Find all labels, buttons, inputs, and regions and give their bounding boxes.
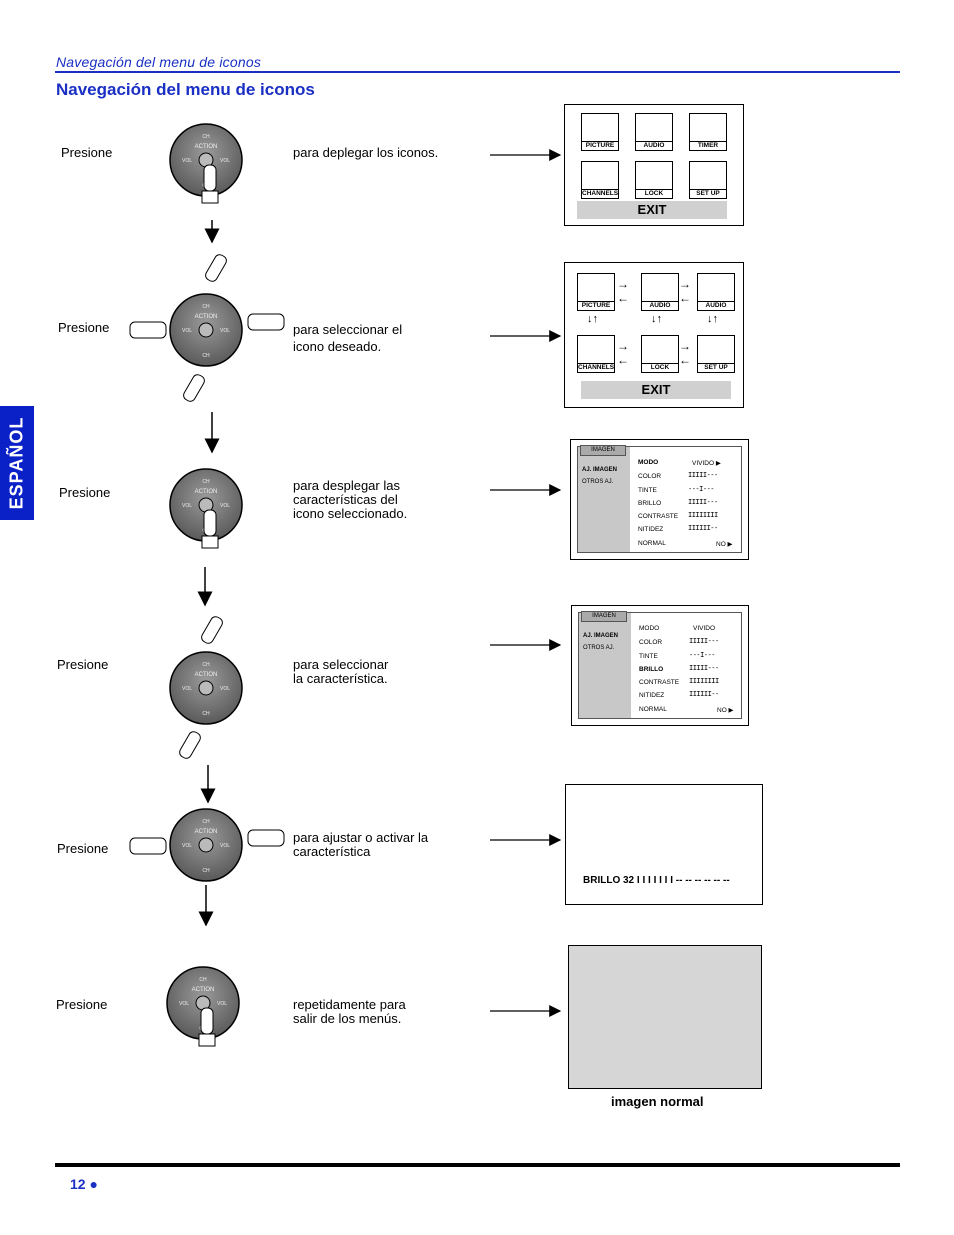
osd-level-bar: IIIII--- xyxy=(688,498,718,506)
osd-level-bar: IIIIIIII xyxy=(688,511,718,519)
page-number: 12 ● xyxy=(70,1176,98,1192)
setup-icon: SET UP xyxy=(689,161,727,199)
osd-row-label: TINTE xyxy=(639,653,658,660)
setup-icon: SET UP xyxy=(697,335,735,373)
step6-press: Presione xyxy=(56,997,108,1012)
running-header: Navegación del menu de iconos xyxy=(56,54,262,70)
nav-arrows: →← xyxy=(617,277,629,305)
osd-menu-item: OTROS AJ. xyxy=(583,645,615,651)
osd-row-label: MODO xyxy=(638,459,659,466)
osd-row-label: TINTE xyxy=(638,487,657,494)
osd-level-bar: ---I--- xyxy=(688,485,715,493)
osd-tab: IMAGEN xyxy=(581,611,627,622)
normal-picture-screen xyxy=(568,945,762,1089)
lock-icon: LOCK xyxy=(635,161,673,199)
osd-menu-item: OTROS AJ. xyxy=(582,479,614,485)
normal-picture-caption: imagen normal xyxy=(611,1094,704,1109)
step2-press: Presione xyxy=(58,320,110,335)
nav-arrows: ↓↑ xyxy=(587,313,598,325)
step1-desc: para deplegar los iconos. xyxy=(293,145,439,160)
picture-icon: PICTURE xyxy=(581,113,619,151)
exit-bar: EXIT xyxy=(577,201,727,219)
channels-icon: CHANNELS xyxy=(581,161,619,199)
picture-icon: PICTURE xyxy=(577,273,615,311)
osd-menu-screen-1: IMAGEN AJ. IMAGEN OTROS AJ. MODO VIVIDO … xyxy=(570,439,749,560)
nav-arrows: ↓↑ xyxy=(651,313,662,325)
audio-icon: AUDIO xyxy=(697,273,735,311)
step5-press: Presione xyxy=(57,841,109,856)
osd-level-bar: IIIII--- xyxy=(689,664,719,672)
osd-row-label: BRILLO xyxy=(638,500,662,507)
osd-level-bar: IIIII--- xyxy=(689,637,719,645)
osd-menu-item: AJ. IMAGEN xyxy=(582,467,618,473)
osd-mode-value: VIVIDO ▶ xyxy=(692,460,721,467)
osd-row-label: NITIDEZ xyxy=(639,692,665,699)
channels-icon: CHANNELS xyxy=(577,335,615,373)
osd-row-label: CONTRASTE xyxy=(638,513,679,520)
exit-bar: EXIT xyxy=(581,381,731,399)
footer-rule xyxy=(55,1163,900,1167)
osd-row-label: COLOR xyxy=(639,639,663,646)
osd-row-label: MODO xyxy=(639,625,660,632)
icon-menu-screen: PICTURE AUDIO TIMER CHANNELS LOCK SET UP… xyxy=(564,104,744,226)
timer-icon: TIMER xyxy=(689,113,727,151)
lock-icon: LOCK xyxy=(641,335,679,373)
icon-select-screen: PICTURE AUDIO AUDIO CHANNELS LOCK SET UP… xyxy=(564,262,744,408)
nav-arrows: ↓↑ xyxy=(707,313,718,325)
brillo-readout: BRILLO 32 I I I I I I I -- -- -- -- -- -… xyxy=(583,875,730,886)
step3-press: Presione xyxy=(59,485,111,500)
osd-row-label: NORMAL xyxy=(639,706,667,713)
nav-arrows: →← xyxy=(679,339,691,367)
osd-row-label: CONTRASTE xyxy=(639,679,680,686)
header-rule xyxy=(55,71,900,73)
osd-tab: IMAGEN xyxy=(580,445,626,456)
audio-icon: AUDIO xyxy=(635,113,673,151)
osd-level-bar: IIIII--- xyxy=(688,471,718,479)
osd-row-label: BRILLO xyxy=(639,666,664,673)
step4-press: Presione xyxy=(57,657,109,672)
osd-level-bar: IIIIII-- xyxy=(689,690,719,698)
step1-press: Presione xyxy=(61,145,113,160)
language-tab: ESPAÑOL xyxy=(0,406,34,520)
osd-menu-item: AJ. IMAGEN xyxy=(583,633,619,639)
osd-level-bar: IIIIII-- xyxy=(688,524,718,532)
section-title: Navegación del menu de iconos xyxy=(56,80,315,99)
osd-menu-screen-2: IMAGEN AJ. IMAGEN OTROS AJ. MODO VIVIDO … xyxy=(571,605,749,726)
osd-row-label: COLOR xyxy=(638,473,662,480)
osd-level-bar: ---I--- xyxy=(689,651,716,659)
osd-normal-value: NO ▶ xyxy=(717,707,734,714)
audio-icon: AUDIO xyxy=(641,273,679,311)
osd-mode-value: VIVIDO xyxy=(693,625,716,632)
nav-arrows: →← xyxy=(617,339,629,367)
osd-row-label: NITIDEZ xyxy=(638,526,664,533)
osd-sidebar: IMAGEN AJ. IMAGEN OTROS AJ. xyxy=(578,445,630,552)
osd-sidebar: IMAGEN AJ. IMAGEN OTROS AJ. xyxy=(579,611,631,718)
brillo-adjust-screen: BRILLO 32 I I I I I I I -- -- -- -- -- -… xyxy=(565,784,763,905)
osd-row-label: NORMAL xyxy=(638,540,666,547)
osd-normal-value: NO ▶ xyxy=(716,541,733,548)
osd-level-bar: IIIIIIII xyxy=(689,677,719,685)
nav-arrows: →← xyxy=(679,277,691,305)
